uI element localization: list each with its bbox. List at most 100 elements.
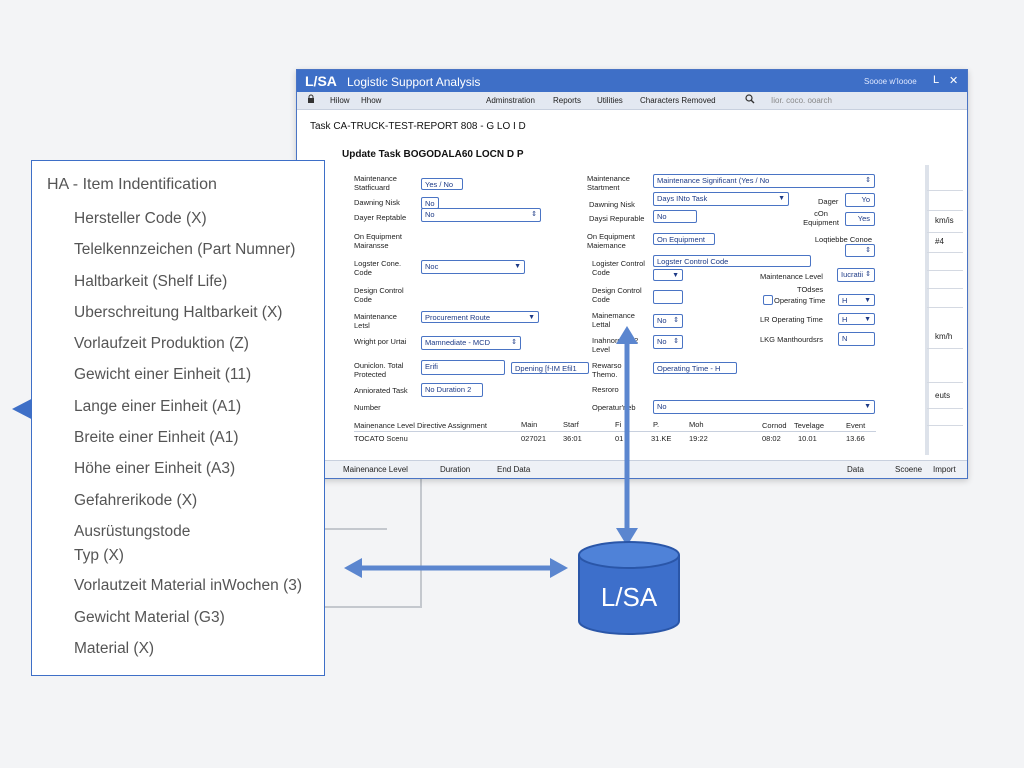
menu-item-utilities[interactable]: Utilities bbox=[597, 96, 623, 105]
side-value-kmh: km/h bbox=[935, 332, 953, 341]
days-into-task-select[interactable]: Days INto Task ▼ bbox=[653, 192, 789, 206]
panel-item: Hersteller Code (X) bbox=[74, 210, 207, 227]
connector-line-top bbox=[325, 528, 387, 530]
table-cell-starf: 36:01 bbox=[563, 434, 582, 443]
spinner-icon: ⇕ bbox=[865, 177, 871, 184]
logister-label: Logister Control Code bbox=[592, 259, 645, 277]
equip-far-field[interactable]: Yes bbox=[845, 212, 875, 226]
panel-item: Material (X) bbox=[74, 640, 155, 657]
anniorated-field[interactable]: No Duration 2 bbox=[421, 383, 483, 397]
maint-level-label: Maintenance Level bbox=[760, 272, 823, 281]
inahnordate-value: No bbox=[657, 337, 667, 346]
maint-start-label: Maintenance Startment bbox=[587, 174, 630, 192]
maint-letsl-select[interactable]: Procurement Route ▼ bbox=[421, 311, 539, 323]
table-cell-directive: TOCATO Scenu bbox=[354, 434, 408, 443]
chevron-down-icon: ▼ bbox=[514, 263, 521, 270]
design-right-label: Design Control Code bbox=[592, 286, 642, 304]
days-into-task-value: Days INto Task bbox=[657, 194, 708, 203]
menu-item-reports[interactable]: Reports bbox=[553, 96, 582, 105]
side-divider bbox=[927, 408, 963, 409]
spinner-icon: ⇕ bbox=[865, 271, 871, 278]
task-title: Task CA-TRUCK-TEST-REPORT 808 - G LO I D bbox=[310, 121, 526, 132]
dawning-field[interactable]: No bbox=[421, 197, 439, 209]
on-equip-right-label: On Equipment Maiemance bbox=[587, 232, 635, 250]
lr-value: H bbox=[842, 315, 848, 324]
dayer-select[interactable]: No ⇕ bbox=[421, 208, 541, 222]
table-cell-main: 027021 bbox=[521, 434, 547, 443]
panel-item: Lange einer Einheit (A1) bbox=[74, 398, 242, 415]
dager-field[interactable]: Yo bbox=[845, 193, 875, 207]
menu-item-administration[interactable]: Adminstration bbox=[486, 96, 535, 105]
wright-value: Mamnediate - MCD bbox=[425, 338, 491, 347]
table-cell-event: 13.66 bbox=[846, 434, 865, 443]
footer-import[interactable]: Import bbox=[933, 465, 956, 474]
days-field[interactable]: No bbox=[653, 210, 697, 223]
database-label: L/SA bbox=[600, 582, 658, 612]
maint-lettal-select[interactable]: No ⇕ bbox=[653, 314, 683, 328]
panel-item: Gewicht Material (G3) bbox=[74, 609, 225, 626]
panel-item: Uberschreitung Haltbarkeit (X) bbox=[74, 304, 283, 321]
form-scrollbar[interactable] bbox=[925, 165, 929, 455]
side-divider bbox=[927, 232, 963, 233]
operator-select[interactable]: No ▼ bbox=[653, 400, 875, 414]
logti-select[interactable]: ⇕ bbox=[845, 244, 875, 257]
maint-level-select[interactable]: Iucratii ⇕ bbox=[837, 268, 875, 282]
table-header-directive: Mainenance Level Directive Assignment bbox=[354, 421, 487, 430]
panel-item: Gewicht einer Einheit (11) bbox=[74, 366, 252, 383]
on-equip-field[interactable]: On Equipment bbox=[653, 233, 715, 245]
menu-bar: Hilow Hhow Adminstration Reports Utiliti… bbox=[297, 92, 967, 110]
logister-dropdown[interactable]: ▼ bbox=[653, 269, 683, 281]
design-field[interactable] bbox=[653, 290, 683, 304]
footer-end-data[interactable]: End Data bbox=[497, 465, 531, 474]
operating-time-checkbox[interactable] bbox=[763, 295, 773, 305]
table-header-tevelage: Tevelage bbox=[794, 421, 825, 430]
panel-item: Vorlautzeit Material inWochen (3) bbox=[74, 577, 303, 594]
side-value-kmis: km/is bbox=[935, 216, 954, 225]
table-cell-cornod: 08:02 bbox=[762, 434, 781, 443]
spinner-icon: ⇕ bbox=[673, 317, 679, 324]
side-divider bbox=[927, 425, 963, 426]
table-header-main: Main bbox=[521, 420, 538, 429]
menu-item-hhow[interactable]: Hhow bbox=[361, 96, 382, 105]
search-icon[interactable] bbox=[745, 94, 755, 106]
design-label: Design Control Code bbox=[354, 286, 404, 304]
title-search-label: Soooe w'Ioooe bbox=[864, 77, 917, 86]
panel-item: Breite einer Einheit (A1) bbox=[74, 429, 239, 446]
table-header-fi: Fi bbox=[615, 420, 622, 429]
number-label: Number bbox=[354, 403, 381, 412]
app-logo: L/SA bbox=[305, 73, 337, 89]
opening-field[interactable]: Dpening [f-IM Efil1 bbox=[511, 362, 589, 374]
reward-field[interactable]: Operating Time - H bbox=[653, 362, 737, 374]
side-divider bbox=[927, 382, 963, 383]
dawning-right-label: Dawning Nisk bbox=[589, 200, 635, 209]
logister-field[interactable]: Logster Control Code bbox=[653, 255, 811, 267]
table-header-cornod: Cornod bbox=[762, 421, 787, 430]
op-time-select[interactable]: H ▼ bbox=[838, 294, 875, 306]
footer-maint-level[interactable]: Mainenance Level bbox=[343, 465, 408, 474]
spinner-icon: ⇕ bbox=[511, 339, 517, 346]
inahnordate-select[interactable]: No ⇕ bbox=[653, 335, 683, 349]
wright-select[interactable]: Mamnediate - MCD ⇕ bbox=[421, 336, 521, 350]
footer-data[interactable]: Data bbox=[847, 465, 864, 474]
ouniclon-field[interactable]: Erifi bbox=[421, 360, 505, 375]
footer-scoene[interactable]: Scoene bbox=[895, 465, 923, 474]
panel-item: Ausrüstungstode bbox=[74, 523, 191, 540]
lkg-label: LKG Manthourdsrs bbox=[760, 335, 823, 344]
minimize-button[interactable]: L bbox=[933, 74, 940, 86]
menu-item-hilow[interactable]: Hilow bbox=[330, 96, 350, 105]
maint-stat-label: Maintenance Statficuard bbox=[354, 174, 397, 192]
lr-select[interactable]: H ▼ bbox=[838, 313, 875, 325]
update-task-title: Update Task BOGODALA60 LOCN D P bbox=[342, 149, 524, 160]
footer-duration[interactable]: Duration bbox=[440, 465, 471, 474]
close-button[interactable]: ✕ bbox=[949, 75, 959, 87]
menu-search-placeholder[interactable]: Iior. coco. ooarch bbox=[771, 96, 832, 105]
maint-sig-select[interactable]: Maintenance Significant (Yes / No ⇕ bbox=[653, 174, 875, 188]
reward-label: Rewarso Themo. bbox=[592, 361, 622, 379]
menu-item-characters-removed[interactable]: Characters Removed bbox=[640, 96, 716, 105]
lkg-field[interactable]: N bbox=[838, 332, 875, 346]
connector-line-vertical bbox=[420, 478, 422, 608]
logster-select[interactable]: Noc ▼ bbox=[421, 260, 525, 274]
maint-stat-field[interactable]: Yes / No bbox=[421, 178, 463, 190]
lr-label: LR Operating Time bbox=[760, 315, 823, 324]
side-divider bbox=[927, 210, 963, 211]
